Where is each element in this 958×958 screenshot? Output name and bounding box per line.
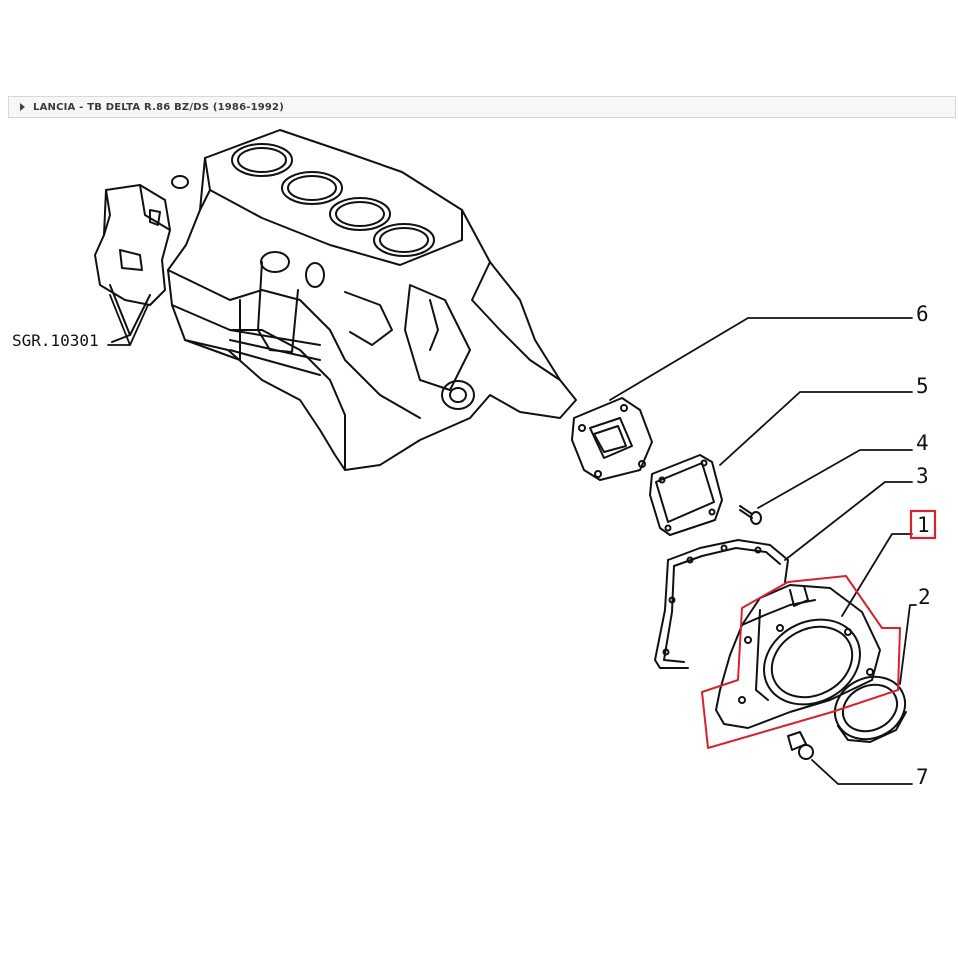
part-6-gasket — [571, 397, 653, 481]
leader-lines — [107, 294, 917, 785]
part-3-seal-gasket — [654, 539, 789, 669]
callout-3[interactable]: 3 — [916, 464, 929, 488]
callout-6[interactable]: 6 — [916, 302, 929, 326]
part-1-seal-housing — [715, 584, 881, 729]
breadcrumb[interactable]: LANCIA - TB DELTA R.86 BZ/DS (1986-1992) — [8, 96, 956, 118]
part-4-screw — [739, 505, 762, 525]
callout-7[interactable]: 7 — [916, 765, 929, 789]
part-5-cover-plate — [649, 454, 723, 536]
breadcrumb-text[interactable]: LANCIA - TB DELTA R.86 BZ/DS (1986-1992) — [33, 101, 284, 113]
part-1-highlight-outline[interactable] — [701, 575, 901, 749]
part-2-seal-ring — [833, 675, 907, 743]
reference-label[interactable]: SGR.10301 — [12, 331, 99, 350]
callout-2[interactable]: 2 — [918, 585, 931, 609]
part-7-bolt — [787, 731, 814, 760]
part-1-label-box[interactable] — [909, 509, 937, 540]
callout-1[interactable]: 1 — [917, 513, 930, 537]
callout-4[interactable]: 4 — [916, 431, 929, 455]
breadcrumb-arrow-icon — [20, 103, 25, 111]
engine-block-drawing — [94, 129, 577, 471]
callout-5[interactable]: 5 — [916, 374, 929, 398]
